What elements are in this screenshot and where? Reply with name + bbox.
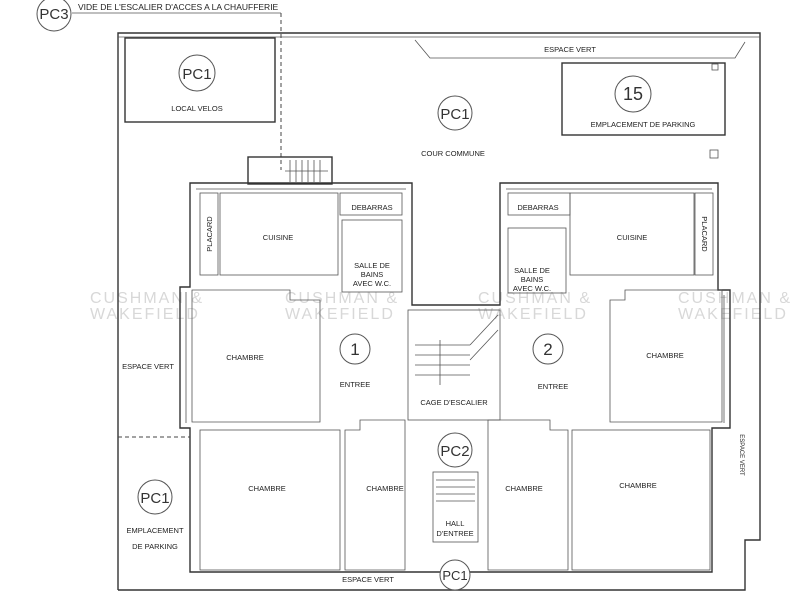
chambre-1b [199, 429, 341, 571]
chambre-label: CHAMBRE [366, 484, 404, 493]
pc3-annotation: PC3 VIDE DE L'ESCALIER D'ACCES A LA CHAU… [36, 0, 281, 32]
pc3-note: VIDE DE L'ESCALIER D'ACCES A LA CHAUFFER… [78, 2, 279, 12]
cage-escalier [407, 309, 501, 421]
local-velos [124, 37, 276, 123]
apartment-2: DEBARRAS SALLE DE BAINS AVEC W.C. CUISIN… [487, 192, 723, 571]
local-velos-label: LOCAL VELOS [171, 104, 222, 113]
espace-vert-top-label: ESPACE VERT [544, 45, 596, 54]
watermark-text: WAKEFIELD [678, 306, 788, 323]
watermark-text: CUSHMAN & [285, 290, 399, 307]
sdb-label: SALLE DE [354, 261, 390, 270]
chambre-label: CHAMBRE [505, 484, 543, 493]
placard-label: PLACARD [700, 216, 709, 252]
placard-2 [694, 192, 714, 276]
chambre-label: CHAMBRE [646, 351, 684, 360]
cage-escalier-label: CAGE D'ESCALIER [420, 398, 488, 407]
apartment-1: PLACARD CUISINE DEBARRAS SALLE DE BAINS … [191, 192, 406, 571]
cour-commune-label: COUR COMMUNE [421, 149, 485, 158]
apartment-number: 1 [350, 340, 359, 359]
small-post [709, 149, 719, 159]
stair-steps [436, 479, 475, 502]
hall-entree [432, 471, 479, 543]
parking-count-marker [614, 75, 652, 113]
site-boundary [117, 32, 761, 591]
cuisine-1 [219, 192, 339, 276]
pc1-marker [137, 479, 173, 515]
debarras-1 [339, 192, 403, 216]
sdb-label: AVEC W.C. [353, 279, 391, 288]
pc2-marker [437, 432, 473, 468]
parking-left-label: DE PARKING [132, 542, 178, 551]
parking-label: EMPLACEMENT DE PARKING [591, 120, 696, 129]
building-outline [179, 182, 731, 573]
parking-area [561, 62, 726, 136]
placard-label: PLACARD [205, 216, 214, 252]
chambre-2c [571, 429, 711, 571]
stair-steps [415, 314, 499, 385]
espace-vert-left-label: ESPACE VERT [122, 362, 174, 371]
cuisine-2 [569, 192, 695, 276]
watermark-text: CUSHMAN & [90, 290, 204, 307]
espace-vert-top [414, 39, 746, 59]
pc1-label: PC1 [440, 106, 469, 123]
sdb-label: BAINS [521, 275, 544, 284]
placard-1 [199, 192, 219, 276]
pc1-marker [439, 559, 471, 591]
apartment-1-marker [339, 333, 371, 365]
sdb-label: AVEC W.C. [513, 284, 551, 293]
apartment-2-marker [532, 333, 564, 365]
hall-label: HALL [446, 519, 465, 528]
pc3-marker [36, 0, 72, 32]
debarras-label: DEBARRAS [351, 203, 392, 212]
watermark-text: CUSHMAN & [678, 290, 792, 307]
cuisine-label: CUISINE [263, 233, 293, 242]
parking-left-label: EMPLACEMENT [126, 526, 184, 535]
watermark-text: WAKEFIELD [285, 306, 395, 323]
pc1-label: PC1 [442, 568, 467, 583]
parking-count: 15 [623, 84, 643, 104]
chambre-1a [191, 289, 321, 423]
pc1-label: PC1 [140, 490, 169, 507]
stair-steps [285, 160, 328, 182]
chambre-label: CHAMBRE [619, 481, 657, 490]
watermark-text: WAKEFIELD [478, 306, 588, 323]
chambre-label: CHAMBRE [226, 353, 264, 362]
pc3-label: PC3 [39, 6, 68, 23]
chambre-2b [487, 419, 569, 571]
cuisine-label: CUISINE [617, 233, 647, 242]
chambre-1c [344, 419, 406, 571]
espace-vert-bottom-label: ESPACE VERT [342, 575, 394, 584]
pc1-label: PC1 [182, 66, 211, 83]
salle-de-bains-1 [341, 219, 403, 293]
apartment-number: 2 [543, 340, 552, 359]
pc1-marker [178, 54, 216, 92]
sdb-label: BAINS [361, 270, 384, 279]
debarras-label: DEBARRAS [517, 203, 558, 212]
watermark: CUSHMAN & WAKEFIELD CUSHMAN & WAKEFIELD … [90, 290, 792, 323]
entree-label: ENTREE [340, 380, 370, 389]
sdb-label: SALLE DE [514, 266, 550, 275]
watermark-text: WAKEFIELD [90, 306, 200, 323]
watermark-text: CUSHMAN & [478, 290, 592, 307]
chambre-label: CHAMBRE [248, 484, 286, 493]
small-post [711, 63, 719, 71]
pc1-marker [437, 95, 473, 131]
chaufferie-stair [247, 156, 333, 185]
salle-de-bains-2 [507, 227, 567, 294]
hall-label: D'ENTREE [436, 529, 473, 538]
espace-vert-right-label: ESPACE VERT [738, 434, 744, 476]
wall-inner [185, 188, 725, 423]
pc2-label: PC2 [440, 443, 469, 460]
chambre-2a [609, 289, 723, 423]
entree-label: ENTREE [538, 382, 568, 391]
